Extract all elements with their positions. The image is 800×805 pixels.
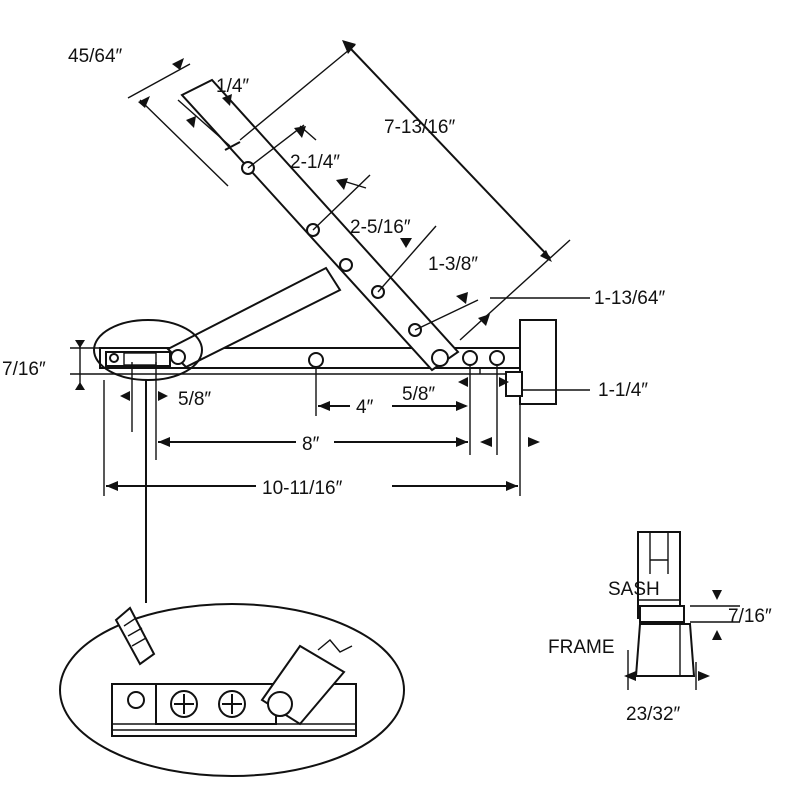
label-7-16-left: 7/16″	[2, 359, 46, 380]
dim-5-8-right: 5/8″	[402, 366, 509, 455]
label-45-64: 45/64″	[68, 46, 123, 67]
adjustment-screw-icon	[218, 690, 246, 718]
dim-10-11-16: 10-11/16″	[103, 380, 521, 499]
dim-1-4: 1/4″	[177, 76, 249, 147]
label-10-11-16: 10-11/16″	[262, 478, 343, 499]
label-2-5-16: 2-5/16″	[350, 217, 411, 238]
dim-1-3-8: 1-3/8″	[377, 225, 478, 293]
adjustment-screw-icon	[170, 690, 198, 718]
dim-1-13-64: 1-13/64″	[414, 288, 665, 331]
dim-1-1-4: 1-1/4″	[480, 380, 648, 455]
track-screw-hole	[462, 350, 478, 366]
label-frame: FRAME	[548, 637, 615, 658]
label-5-8-left: 5/8″	[178, 389, 211, 410]
track-screw-hole	[308, 352, 324, 368]
dim-4: 4″	[315, 366, 468, 418]
dim-5-8-left: 5/8″	[120, 362, 211, 460]
label-4: 4″	[356, 397, 374, 418]
dim-2-5-16: 2-5/16″	[312, 174, 411, 238]
track-screw-hole	[489, 350, 505, 366]
dim-7-13-16: 7-13/16″	[239, 40, 571, 341]
dim-8: 8″	[158, 434, 468, 455]
label-8: 8″	[302, 434, 320, 455]
label-7-16-section: 7/16″	[728, 606, 772, 627]
label-1-4: 1/4″	[216, 76, 249, 97]
label-7-13-16: 7-13/16″	[384, 117, 455, 138]
label-2-1-4: 2-1/4″	[290, 152, 340, 173]
label-sash: SASH	[608, 579, 660, 600]
dim-7-16-left: 7/16″	[2, 340, 100, 390]
label-1-13-64: 1-13/64″	[594, 288, 665, 309]
label-1-1-4: 1-1/4″	[598, 380, 648, 401]
screwdriver-icon	[114, 606, 156, 666]
magnified-detail	[59, 603, 405, 777]
dim-2-1-4: 2-1/4″	[247, 124, 340, 173]
label-23-32: 23/32″	[626, 704, 681, 725]
sliding-shoe	[105, 351, 171, 367]
label-5-8-right: 5/8″	[402, 384, 435, 405]
section-view: SASH FRAME 7/16″ 23/32″	[548, 531, 772, 725]
detail-callout-ellipse	[93, 319, 203, 381]
label-1-3-8: 1-3/8″	[428, 254, 478, 275]
sash-arm	[180, 78, 460, 372]
dim-45-64: 45/64″	[68, 46, 229, 187]
